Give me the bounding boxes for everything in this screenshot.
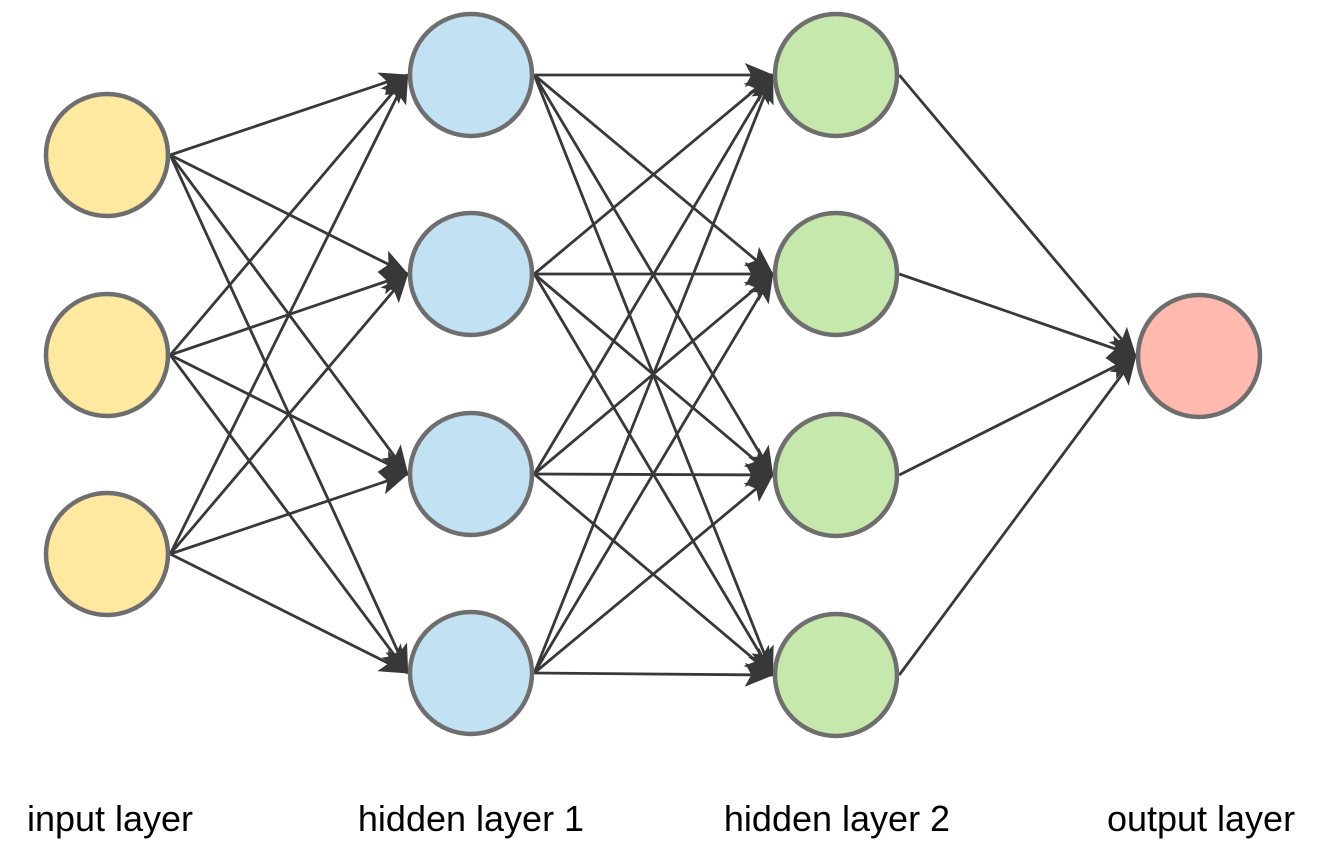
edge-hidden14-to-hidden24 (534, 662, 774, 687)
node-hidden2-1 (772, 11, 900, 139)
edge-hidden21-to-output1 (898, 74, 1137, 357)
layer-label-input: input layer (26, 798, 194, 839)
layer-label-hidden1: hidden layer 1 (357, 798, 585, 839)
edge-input1-to-hidden11 (169, 72, 409, 157)
node-hidden2-4 (772, 611, 900, 739)
node-hidden1-4 (407, 609, 535, 737)
nodes-layer (43, 11, 1263, 739)
edges-layer (168, 63, 1137, 687)
edge-hidden14-to-hidden23 (533, 473, 774, 675)
edge-input3-to-hidden12 (169, 273, 409, 555)
edge-hidden13-to-hidden21 (533, 74, 774, 475)
edge-hidden14-to-hidden22 (533, 273, 774, 674)
edge-hidden24-to-output1 (898, 355, 1137, 676)
node-input-1 (43, 91, 171, 219)
edge-input3-to-hidden14 (169, 552, 409, 675)
node-hidden2-2 (772, 210, 900, 338)
node-hidden1-1 (407, 11, 535, 139)
node-hidden1-3 (407, 410, 535, 538)
node-hidden2-3 (772, 411, 900, 539)
edge-hidden23-to-output1 (898, 354, 1137, 477)
edge-input3-to-hidden13 (169, 471, 409, 556)
node-output-1 (1135, 292, 1263, 420)
node-hidden1-2 (407, 210, 535, 338)
edge-hidden14-to-hidden21 (532, 74, 775, 674)
edge-hidden12-to-hidden21 (533, 73, 774, 276)
edge-input2-to-hidden11 (169, 74, 409, 356)
node-input-3 (43, 490, 171, 618)
node-input-2 (43, 291, 171, 419)
layer-label-hidden2: hidden layer 2 (723, 798, 951, 839)
edge-hidden22-to-output1 (898, 272, 1137, 359)
layer-label-output: output layer (1106, 798, 1296, 839)
edge-input3-to-hidden11 (168, 74, 410, 555)
